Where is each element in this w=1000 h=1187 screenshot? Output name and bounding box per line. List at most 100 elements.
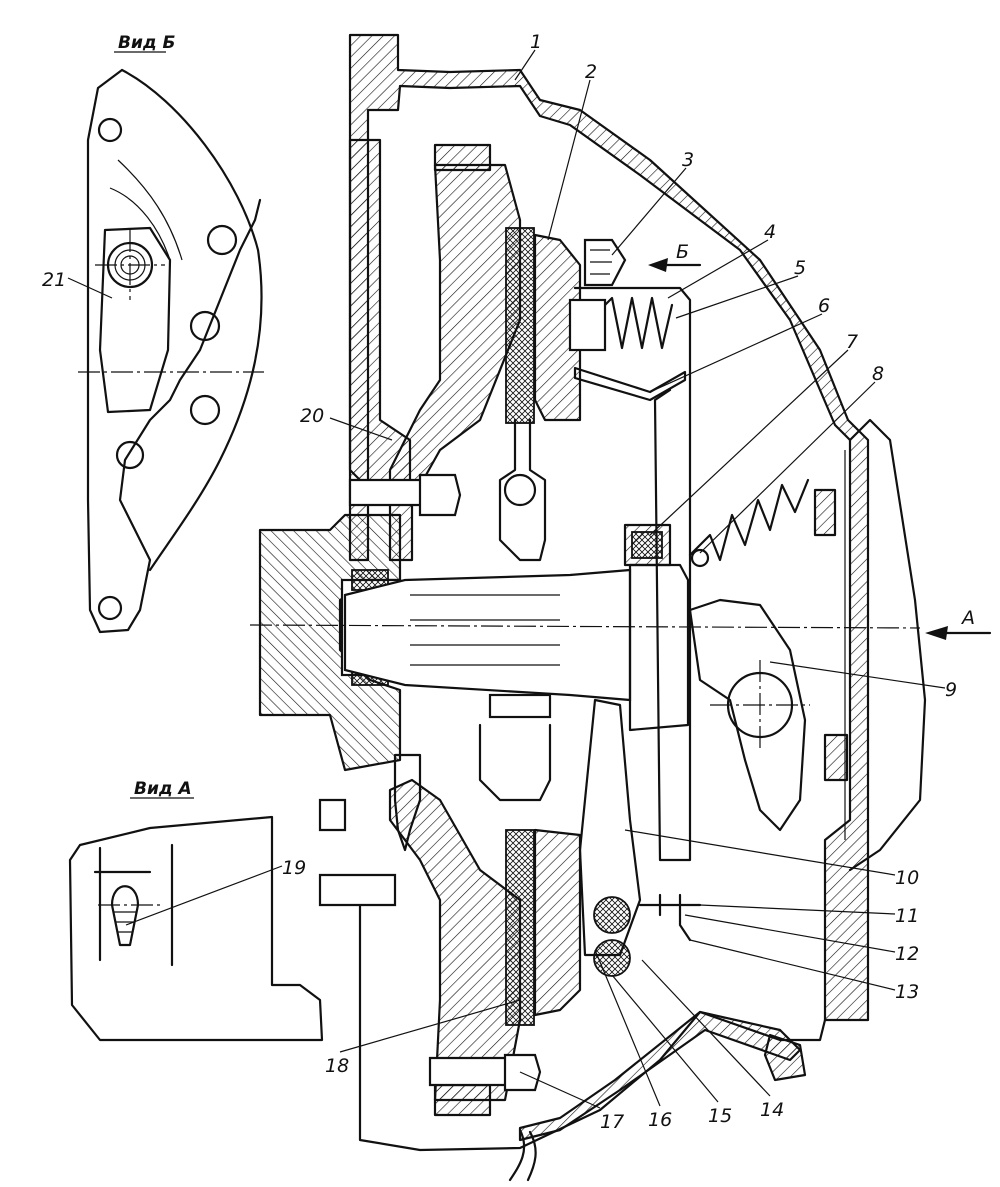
friction-disc-upper: [505, 227, 535, 424]
leader-2: [547, 79, 591, 241]
leader-7: [649, 349, 849, 536]
callout-10: 10: [895, 867, 919, 889]
disc-hub-upper: [498, 418, 547, 562]
lever-pin-upper: [593, 896, 631, 934]
grease-nipple-19: [393, 753, 422, 852]
view-a-title: Вид А: [134, 779, 192, 799]
flywheel-nut-upper: [418, 473, 462, 517]
leader-11: [699, 904, 896, 915]
leader-1: [514, 49, 536, 81]
leader-17: [519, 1071, 601, 1109]
callout-4: 4: [764, 221, 776, 243]
view-b-hole-2: [189, 310, 221, 342]
view-b-lever-outline: [86, 68, 262, 634]
return-spring: [688, 478, 810, 562]
lever-adjust-bolt: [638, 893, 702, 942]
leader-13: [689, 939, 896, 991]
view-b-hole-bottom: [97, 595, 123, 621]
damper-spring-lower: [488, 693, 552, 719]
callout-17: 17: [600, 1111, 624, 1133]
lower-mount-bolt: [318, 873, 397, 907]
lever-pin-lower: [593, 939, 631, 977]
callout-numbers: 1 2 3 4 5 6 7 8 9 10 11 12 13 14 15 16 1…: [42, 31, 957, 1133]
spring-cup: [568, 298, 607, 352]
view-b-title: Вид Б: [118, 33, 176, 53]
leader-20: [329, 417, 393, 441]
view-b-hole-1: [206, 224, 238, 256]
drain-tube: [508, 1128, 537, 1182]
callout-11: 11: [895, 905, 919, 927]
leader-8: [699, 381, 876, 554]
leader-5: [675, 275, 799, 319]
view-arrows: Б А: [648, 241, 992, 640]
callout-3: 3: [682, 149, 694, 171]
view-b-hole-lower: [115, 440, 145, 470]
disc-hub-lower: [478, 723, 552, 802]
clutch-housing: [348, 33, 870, 1022]
arrow-b-head: [648, 258, 668, 272]
callout-13: 13: [895, 981, 919, 1003]
leader-9: [769, 661, 946, 689]
view-b-inset: Вид Б: [78, 33, 264, 634]
callout-2: 2: [585, 61, 597, 83]
callout-18: 18: [325, 1055, 349, 1077]
damper-spring-upper: [503, 473, 537, 507]
view-a-bracket-lines: [93, 843, 174, 967]
view-a-outline: [68, 815, 324, 1042]
main-section: [249, 33, 927, 1182]
view-b-contour-lines: [109, 159, 183, 261]
view-a-nipple-threads: [114, 911, 136, 933]
leader-14: [641, 959, 771, 1097]
callout-7: 7: [846, 331, 858, 353]
flywheel-rim-upper: [348, 138, 412, 502]
fork-mount-bolt: [823, 733, 849, 782]
pressure-spring: [598, 296, 674, 350]
lower-shroud: [358, 878, 827, 1152]
clutch-cover: [573, 286, 692, 862]
callout-15: 15: [708, 1105, 732, 1127]
callout-19: 19: [282, 857, 306, 879]
return-spring-hook: [690, 548, 710, 568]
leader-3: [611, 167, 687, 256]
callout-20: 20: [300, 405, 324, 427]
main-axis-centerline: [249, 624, 921, 629]
shaft-splines: [410, 594, 560, 666]
spring-anchor-bolt: [813, 488, 837, 537]
view-b-hole-3: [189, 394, 221, 426]
view-b-hole-top: [97, 117, 123, 143]
friction-disc-lower: [505, 829, 535, 1026]
leader-12: [684, 914, 896, 953]
callout-16: 16: [648, 1109, 672, 1131]
view-a-inset: Вид А: [68, 779, 324, 1042]
callout-5: 5: [794, 257, 806, 279]
bell-housing-right: [848, 418, 927, 872]
release-lever: [578, 698, 642, 957]
leader-19: [125, 865, 283, 926]
pressure-plate-upper: [533, 233, 582, 422]
view-b-lever-body: [98, 226, 172, 414]
flywheel-lower: [388, 778, 522, 1102]
release-sleeve: [628, 563, 690, 732]
leader-21: [67, 277, 113, 299]
release-bearing-balls: [631, 531, 663, 559]
arrow-b-label: Б: [676, 241, 689, 263]
leader-lines: [67, 49, 946, 1109]
leader-6: [649, 313, 823, 393]
input-shaft: [343, 568, 632, 702]
bolt-19-head: [318, 798, 347, 832]
leader-10: [624, 829, 896, 876]
leader-16: [594, 949, 661, 1107]
arrow-a-label: А: [960, 607, 975, 629]
leader-18: [339, 999, 521, 1053]
leader-15: [611, 974, 719, 1103]
pressure-plate-lower: [533, 828, 582, 1017]
view-a-nipple: [110, 885, 140, 947]
callout-6: 6: [818, 295, 830, 317]
callout-12: 12: [895, 943, 919, 965]
ring-gear-bottom: [433, 1083, 492, 1117]
callout-8: 8: [872, 363, 884, 385]
callout-14: 14: [760, 1099, 784, 1121]
ring-gear-top: [433, 143, 492, 172]
